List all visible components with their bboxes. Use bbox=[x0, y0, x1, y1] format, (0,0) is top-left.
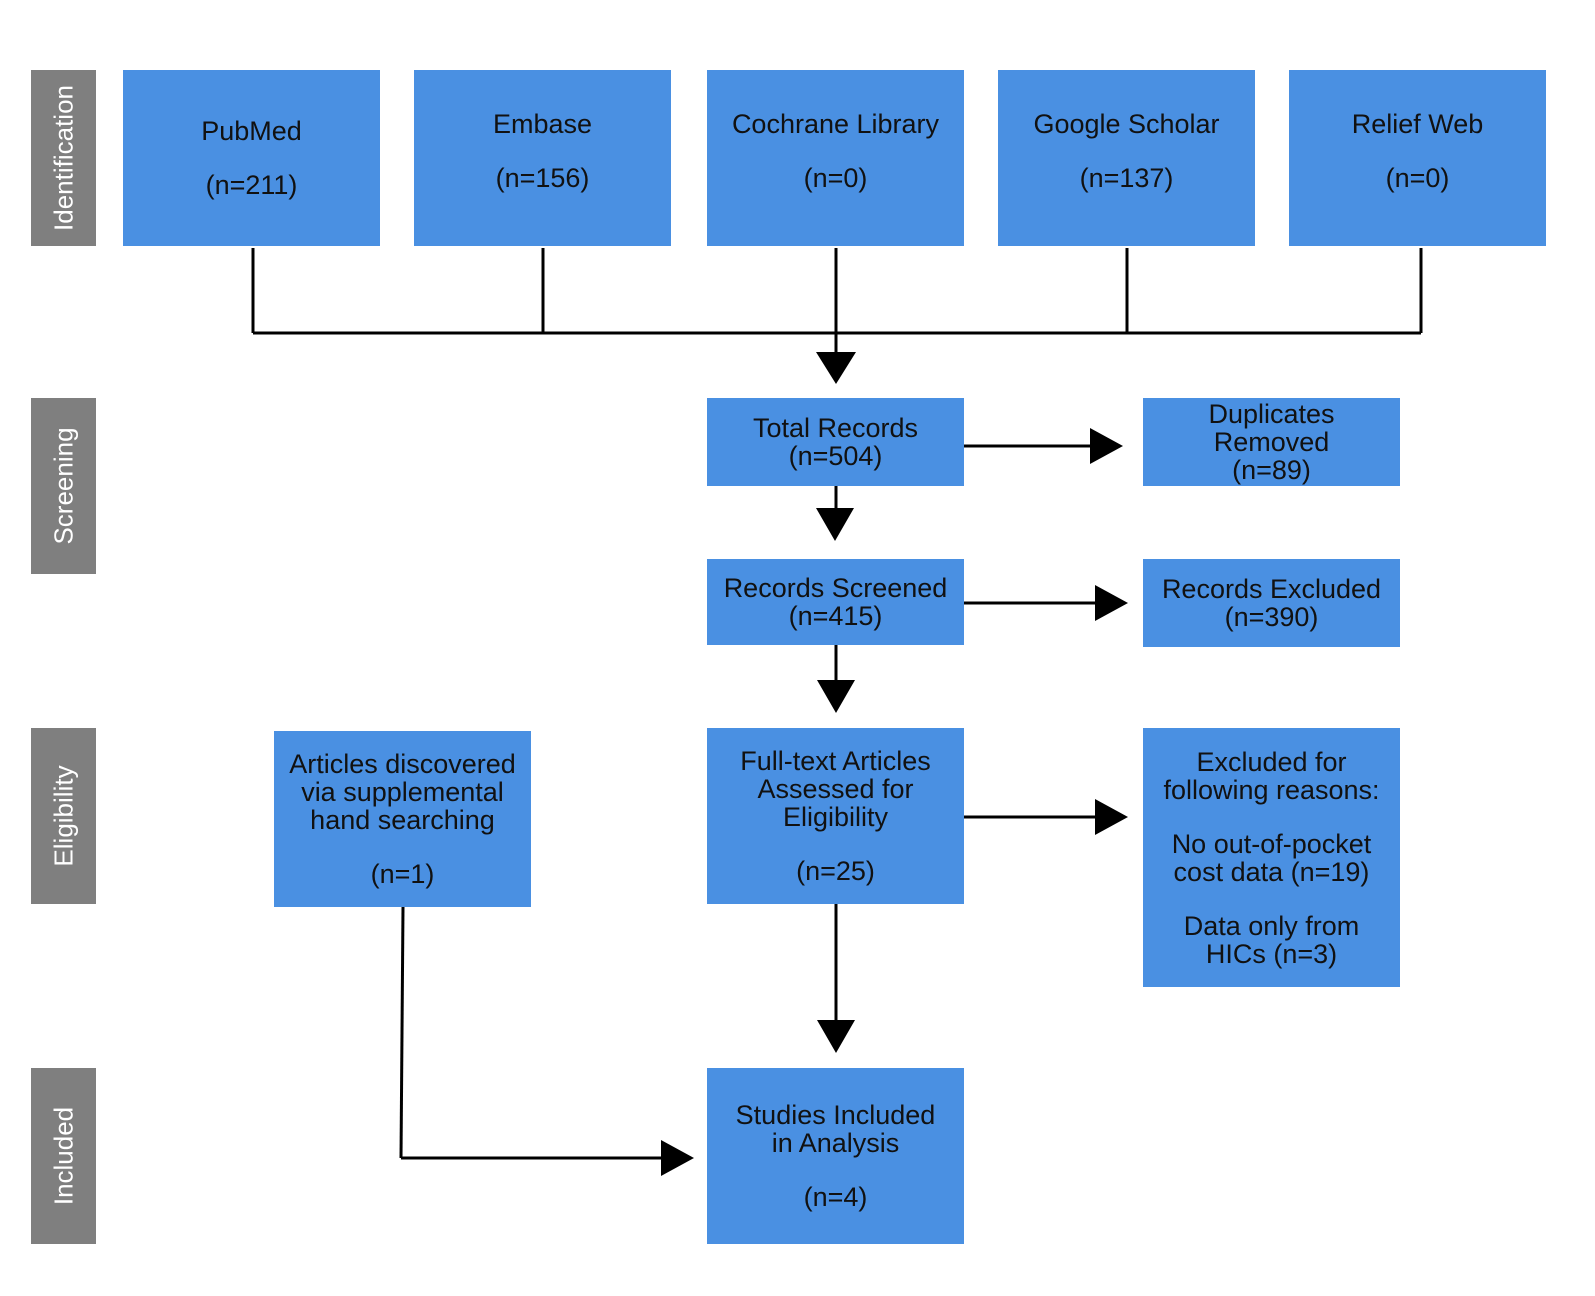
records-excluded-label: Records Excluded (n=390) bbox=[1161, 574, 1382, 632]
supplemental-articles-box: Articles discovered via supplemental han… bbox=[274, 731, 531, 907]
source-name: PubMed bbox=[201, 116, 302, 146]
source-name: Embase bbox=[492, 109, 593, 139]
supplemental-count: (n=1) bbox=[370, 859, 435, 889]
arrowhead-to-full-text bbox=[817, 680, 855, 713]
source-box-embase: Embase (n=156) bbox=[414, 70, 671, 246]
source-count: (n=156) bbox=[495, 163, 590, 193]
arrowhead-to-records-excluded bbox=[1095, 585, 1128, 621]
studies-included-box: Studies Included in Analysis (n=4) bbox=[707, 1068, 964, 1244]
arrowhead-to-records-screened bbox=[816, 508, 854, 541]
arrowhead-to-duplicates bbox=[1090, 428, 1123, 464]
full-text-articles-box: Full-text Articles Assessed for Eligibil… bbox=[707, 728, 964, 904]
source-name: Cochrane Library bbox=[731, 109, 940, 139]
supplemental-label: Articles discovered via supplemental han… bbox=[289, 749, 516, 835]
phase-screening: Screening bbox=[31, 398, 96, 574]
records-excluded-box: Records Excluded (n=390) bbox=[1143, 559, 1400, 647]
duplicates-removed-label: Duplicates Removed (n=89) bbox=[1208, 399, 1335, 485]
total-records-label: Total Records (n=504) bbox=[752, 413, 919, 471]
full-text-count: (n=25) bbox=[796, 856, 875, 886]
arrowhead-to-total-records bbox=[816, 352, 856, 384]
excluded-reason-2: Data only from HICs (n=3) bbox=[1183, 910, 1360, 969]
excluded-heading: Excluded for following reasons: bbox=[1163, 746, 1380, 805]
studies-included-label: Studies Included in Analysis bbox=[735, 1100, 936, 1158]
source-box-google-scholar: Google Scholar (n=137) bbox=[998, 70, 1255, 246]
phase-eligibility: Eligibility bbox=[31, 728, 96, 904]
excluded-reasons-box: Excluded for following reasons: No out-o… bbox=[1143, 728, 1400, 987]
source-name: Google Scholar bbox=[1033, 109, 1220, 139]
source-name: Relief Web bbox=[1351, 109, 1484, 139]
connector-supplemental-down bbox=[399, 906, 405, 1159]
arrowhead-to-studies-included bbox=[817, 1020, 855, 1053]
records-screened-box: Records Screened (n=415) bbox=[707, 559, 964, 645]
source-count: (n=0) bbox=[1385, 163, 1450, 193]
source-box-cochrane: Cochrane Library (n=0) bbox=[707, 70, 964, 246]
excluded-reason-1: No out-of-pocket cost data (n=19) bbox=[1171, 828, 1372, 887]
records-screened-label: Records Screened (n=415) bbox=[723, 573, 948, 631]
phase-identification: Identification bbox=[31, 70, 96, 246]
source-count: (n=137) bbox=[1079, 163, 1174, 193]
total-records-box: Total Records (n=504) bbox=[707, 398, 964, 486]
source-count: (n=0) bbox=[803, 163, 868, 193]
arrowhead-supplemental-to-included bbox=[661, 1140, 694, 1176]
arrowhead-to-excluded-reasons bbox=[1095, 799, 1128, 835]
phase-included: Included bbox=[31, 1068, 96, 1244]
source-box-pubmed: PubMed (n=211) bbox=[123, 70, 380, 246]
full-text-label: Full-text Articles Assessed for Eligibil… bbox=[740, 746, 931, 832]
source-box-relief-web: Relief Web (n=0) bbox=[1289, 70, 1546, 246]
studies-included-count: (n=4) bbox=[803, 1182, 868, 1212]
source-count: (n=211) bbox=[205, 170, 298, 200]
duplicates-removed-box: Duplicates Removed (n=89) bbox=[1143, 398, 1400, 486]
